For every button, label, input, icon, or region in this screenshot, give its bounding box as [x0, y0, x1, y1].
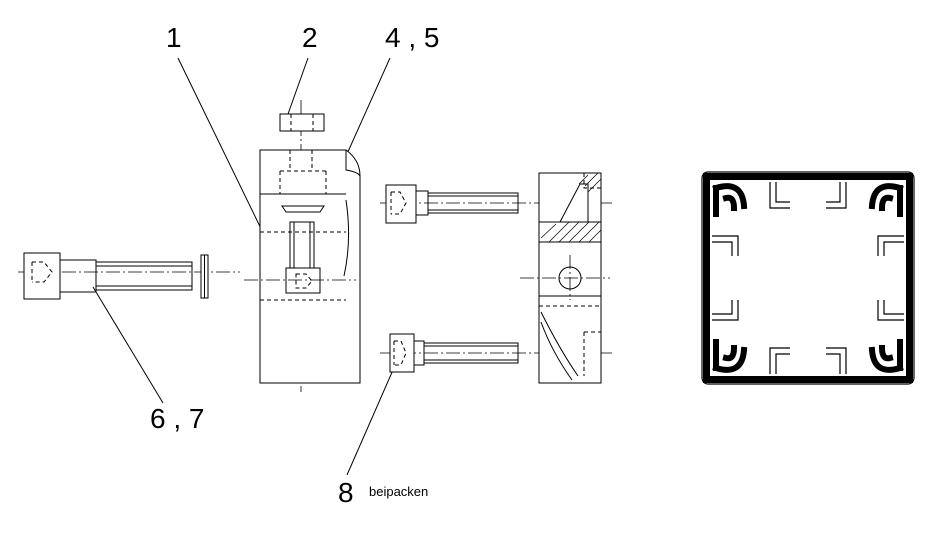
leader-2 — [287, 57, 309, 115]
callout-1-label: 1 — [166, 22, 182, 53]
callout-2-label: 2 — [302, 22, 318, 53]
aluminium-profile-section — [701, 171, 915, 385]
callout-6-7-label: 6 , 7 — [150, 403, 204, 434]
slot-key — [279, 100, 325, 392]
leader-8 — [346, 353, 401, 476]
leader-lines — [92, 57, 401, 476]
beipacken-note: beipacken — [369, 484, 428, 499]
callout-4-5-label: 4 , 5 — [385, 22, 439, 53]
leader-1 — [177, 57, 269, 244]
short-screw-top — [380, 184, 612, 224]
callout-8-label: 8 — [338, 477, 354, 508]
clamp-block-side-view — [520, 172, 610, 384]
leader-6-7 — [92, 286, 164, 404]
clamp-block — [244, 149, 361, 384]
hatch-region — [540, 172, 602, 243]
washer — [200, 254, 209, 299]
